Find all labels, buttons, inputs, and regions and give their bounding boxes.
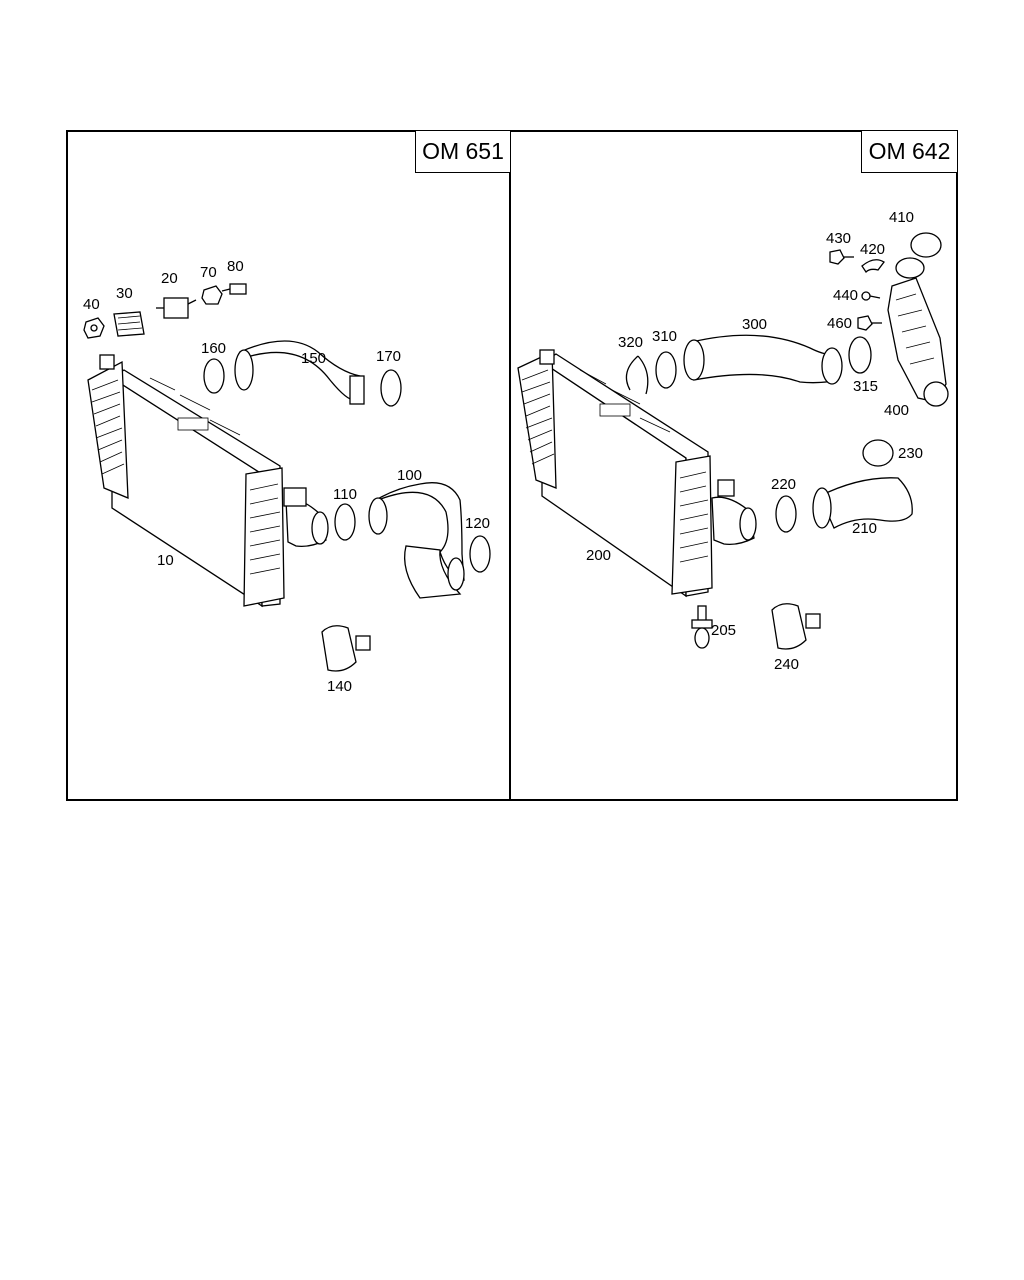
callout-410: 410 (889, 209, 915, 226)
callout-210: 210 (852, 520, 878, 537)
part-420 (861, 259, 885, 274)
part-400 (887, 257, 949, 407)
callout-320: 320 (618, 334, 644, 351)
callout-460: 460 (827, 315, 853, 332)
callout-100: 100 (397, 467, 423, 484)
callout-430: 430 (826, 230, 852, 247)
callout-160: 160 (201, 340, 227, 357)
part-310 (655, 351, 677, 389)
callout-70: 70 (200, 264, 217, 281)
part-160 (203, 358, 225, 394)
callout-170: 170 (376, 348, 402, 365)
callout-30: 30 (116, 285, 133, 302)
intercooler-10 (87, 354, 329, 608)
diagram-frame (66, 130, 958, 801)
intercooler-200 (517, 349, 757, 598)
part-140 (321, 625, 371, 672)
callout-80: 80 (227, 258, 244, 275)
part-240 (771, 603, 821, 650)
part-460 (857, 315, 882, 331)
part-205 (691, 605, 713, 649)
part-100 (368, 482, 465, 599)
callout-200: 200 (586, 547, 612, 564)
part-40 (83, 317, 105, 339)
callout-440: 440 (833, 287, 859, 304)
callout-205: 205 (711, 622, 737, 639)
part-440 (861, 291, 881, 301)
panel-divider (509, 130, 511, 801)
part-315 (848, 336, 872, 374)
part-300 (683, 334, 843, 385)
callout-120: 120 (465, 515, 491, 532)
callout-140: 140 (327, 678, 353, 695)
part-430 (829, 249, 854, 265)
callout-310: 310 (652, 328, 678, 345)
part-110 (334, 503, 356, 541)
part-220 (775, 495, 797, 533)
part-320 (625, 355, 649, 395)
part-230 (862, 439, 894, 467)
callout-220: 220 (771, 476, 797, 493)
part-120 (469, 535, 491, 573)
callout-315: 315 (853, 378, 879, 395)
part-410 (910, 232, 942, 258)
callout-10: 10 (157, 552, 174, 569)
part-210 (812, 477, 913, 529)
engine-label-om642: OM 642 (861, 131, 957, 173)
part-20 (156, 297, 197, 319)
callout-400: 400 (884, 402, 910, 419)
callout-420: 420 (860, 241, 886, 258)
engine-label-om651: OM 651 (415, 131, 510, 173)
callout-300: 300 (742, 316, 768, 333)
callout-40: 40 (83, 296, 100, 313)
part-70 (201, 285, 223, 305)
callout-230: 230 (898, 445, 924, 462)
callout-240: 240 (774, 656, 800, 673)
callout-20: 20 (161, 270, 178, 287)
callout-150: 150 (301, 350, 327, 367)
part-80 (221, 283, 247, 295)
part-150 (234, 340, 365, 405)
callout-110: 110 (333, 486, 357, 503)
part-170 (380, 369, 402, 407)
part-30 (113, 311, 145, 337)
